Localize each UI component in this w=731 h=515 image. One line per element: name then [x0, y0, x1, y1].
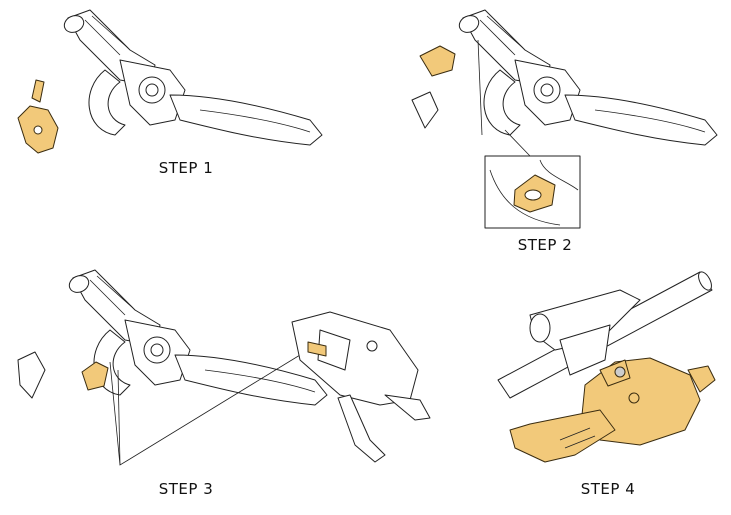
step-1-label: STEP 1 [158, 159, 214, 177]
shifter-highlight [509, 357, 716, 463]
step3-illustration [17, 269, 431, 466]
step-4-label: STEP 4 [580, 480, 636, 498]
clamp-mount-highlight [17, 79, 59, 154]
step-2-label: STEP 2 [517, 236, 573, 254]
step2-illustration [411, 9, 718, 229]
insert-highlight [419, 45, 456, 77]
step4-illustration [497, 271, 716, 463]
shifter-unit [291, 311, 431, 463]
mount-highlight [81, 361, 109, 391]
step-3-label: STEP 3 [158, 480, 214, 498]
step1-illustration [17, 9, 323, 154]
